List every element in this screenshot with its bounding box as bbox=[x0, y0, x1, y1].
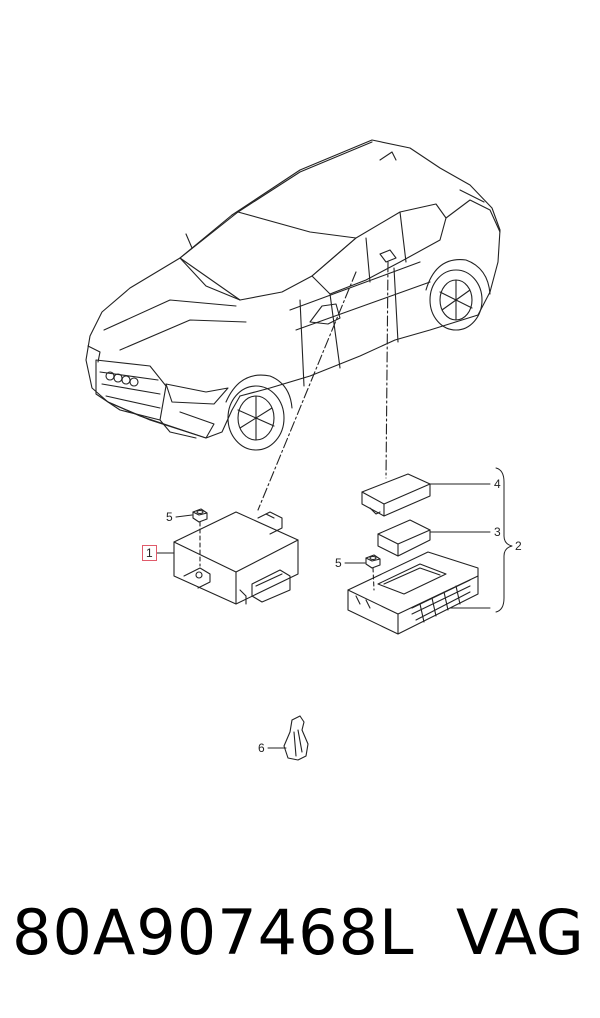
nut-part-5-left bbox=[193, 509, 207, 566]
module-part-3 bbox=[378, 520, 430, 556]
part-number: 80A907468L bbox=[12, 896, 415, 969]
callout-part-3: 3 bbox=[494, 525, 501, 539]
brand-label: VAG bbox=[456, 896, 584, 969]
vehicle-illustration bbox=[86, 140, 500, 450]
base-unit-part-2 bbox=[348, 552, 478, 634]
callout-part-4: 4 bbox=[494, 477, 501, 491]
module-part-4 bbox=[362, 474, 430, 516]
leader-lines bbox=[258, 262, 388, 510]
parts-diagram bbox=[0, 0, 600, 880]
callout-part-2: 2 bbox=[515, 539, 522, 553]
control-unit-part-1 bbox=[174, 512, 298, 604]
pouch-part-6 bbox=[284, 716, 308, 760]
callout-part-1: 1 bbox=[142, 545, 157, 561]
callout-part-6: 6 bbox=[258, 741, 265, 755]
callout-part-5-right: 5 bbox=[335, 556, 342, 570]
callout-part-5-left: 5 bbox=[166, 510, 173, 524]
callout-leaders bbox=[154, 468, 512, 748]
nut-part-5-right bbox=[366, 555, 380, 590]
